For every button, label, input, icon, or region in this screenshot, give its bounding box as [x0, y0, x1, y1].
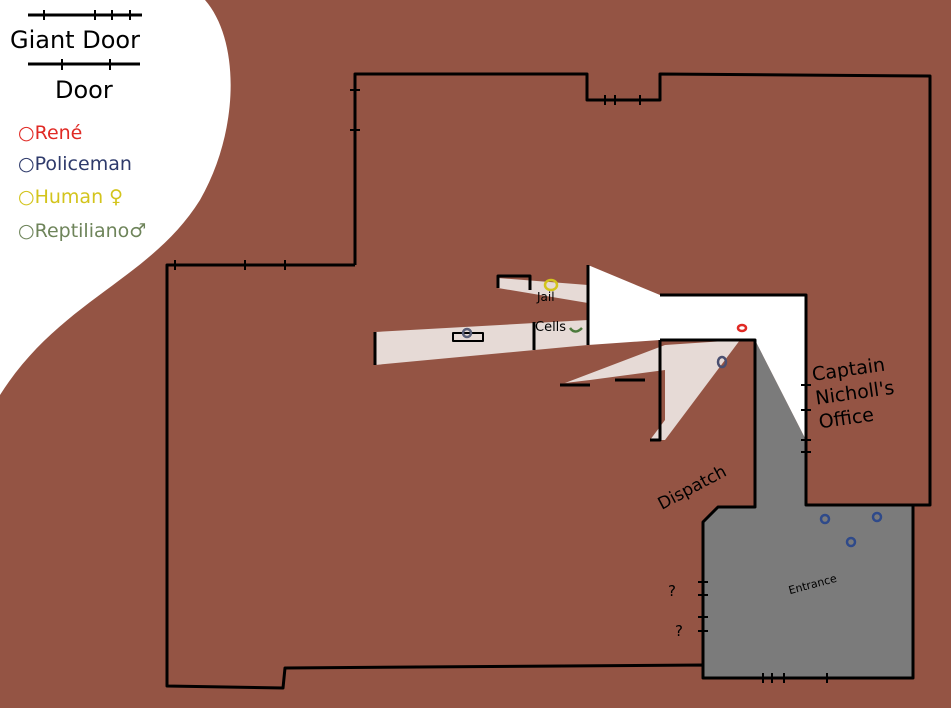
reptilian-marker — [568, 327, 583, 333]
beam-jail — [498, 278, 588, 303]
legend-label: Human ♀ — [34, 186, 124, 208]
label-office: Captain Nicholl's Office — [810, 353, 896, 434]
lit-corridor — [588, 265, 806, 440]
legend-human: ○Human ♀ — [18, 186, 124, 208]
rene-marker — [736, 323, 748, 333]
policeman-marker — [716, 355, 728, 369]
policeman-marker — [871, 511, 883, 523]
legend-giant-door: Giant Door — [10, 26, 140, 54]
legend-label: René — [34, 122, 83, 144]
label-cells: Cells — [535, 320, 567, 335]
walls — [165, 72, 932, 690]
legend-label: Policeman — [34, 153, 132, 175]
legend-policeman: ○Policeman — [18, 153, 132, 175]
legend-reptiliano: ○Reptiliano♂ — [18, 220, 147, 242]
policeman-marker — [461, 327, 473, 339]
label-unknown-door-2: ? — [675, 622, 683, 640]
character-markers — [461, 278, 883, 548]
legend-door: Door — [55, 76, 113, 104]
policeman-marker — [819, 513, 831, 525]
policeman-marker — [845, 536, 857, 548]
legend-panel — [0, 0, 231, 395]
label-jail: Jail — [537, 290, 555, 304]
label-unknown-door-1: ? — [668, 582, 676, 600]
human-marker — [543, 278, 559, 292]
door-marks — [174, 89, 828, 683]
legend-label: Reptiliano♂ — [34, 220, 147, 242]
beam-office — [565, 340, 740, 440]
legend-rene: ○René — [18, 122, 83, 144]
